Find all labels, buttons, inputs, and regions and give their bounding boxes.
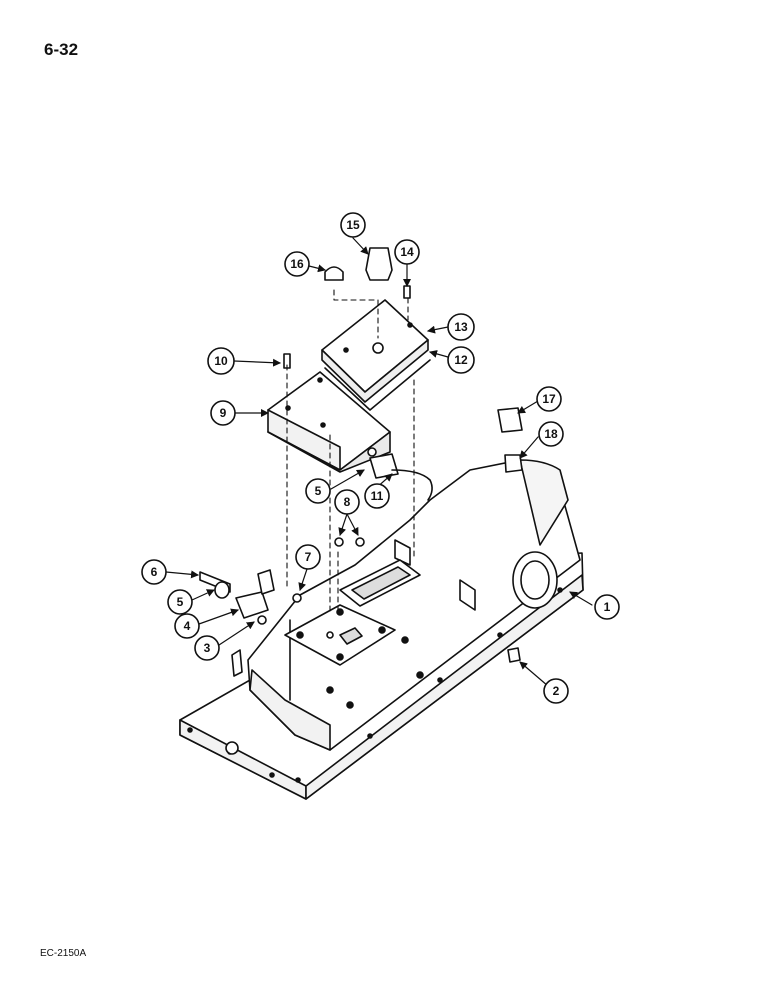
callout-4: 4 [174, 613, 200, 639]
callout-3: 3 [194, 635, 220, 661]
svg-text:14: 14 [400, 245, 414, 259]
svg-text:5: 5 [315, 484, 322, 498]
screw [403, 285, 411, 299]
page-number: 6-32 [44, 40, 79, 59]
union [369, 453, 399, 479]
callout-5-upper: 5 [305, 478, 331, 504]
banjo-fitting [235, 591, 269, 619]
svg-text:11: 11 [371, 489, 384, 503]
svg-text:7: 7 [305, 550, 312, 564]
cover-port [339, 559, 421, 607]
o-ring [257, 615, 267, 625]
svg-text:2: 2 [553, 684, 560, 698]
callout-8: 8 [334, 489, 360, 515]
callout-9: 9 [210, 400, 236, 426]
figure-code: EC-2150A [40, 948, 87, 959]
callout-16: 16 [284, 251, 310, 277]
o-ring-8b [355, 537, 365, 547]
valve-flange [284, 604, 396, 666]
svg-text:12: 12 [454, 353, 468, 367]
callout-12: 12 [447, 346, 475, 374]
callout-1: 1 [594, 594, 620, 620]
callout-13: 13 [447, 313, 475, 341]
washer [214, 581, 230, 599]
svg-text:3: 3 [204, 641, 211, 655]
breather-plug [365, 247, 393, 281]
svg-text:15: 15 [346, 218, 360, 232]
callout-18: 18 [538, 421, 564, 447]
svg-text:16: 16 [290, 257, 304, 271]
main-body [231, 459, 581, 751]
callout-6: 6 [141, 559, 167, 585]
o-ring-7 [292, 593, 302, 603]
callout-7: 7 [295, 544, 321, 570]
leader-lines [165, 237, 593, 687]
callout-10: 10 [207, 347, 235, 375]
top-cover [321, 299, 431, 411]
valve-block [267, 371, 391, 473]
svg-text:8: 8 [344, 495, 351, 509]
assembly-lines [286, 289, 415, 613]
callout-15: 15 [340, 212, 366, 238]
callout-17: 17 [536, 386, 562, 412]
callout-14: 14 [394, 239, 420, 265]
svg-text:13: 13 [454, 320, 468, 334]
callout-5-lower: 5 [167, 589, 193, 615]
o-ring-8a [334, 537, 344, 547]
seal-washer [504, 454, 523, 473]
svg-text:5: 5 [177, 595, 184, 609]
svg-text:10: 10 [214, 354, 228, 368]
cap [324, 266, 344, 281]
pipe-end [257, 569, 275, 595]
svg-text:6: 6 [151, 565, 158, 579]
callout-11: 11 [364, 483, 390, 509]
svg-text:4: 4 [184, 619, 191, 633]
drain-plug [507, 647, 521, 663]
svg-text:1: 1 [604, 600, 611, 614]
filler-plug [497, 407, 523, 433]
svg-text:18: 18 [544, 427, 558, 441]
callout-2: 2 [543, 678, 569, 704]
svg-text:9: 9 [220, 406, 227, 420]
svg-text:17: 17 [542, 392, 556, 406]
